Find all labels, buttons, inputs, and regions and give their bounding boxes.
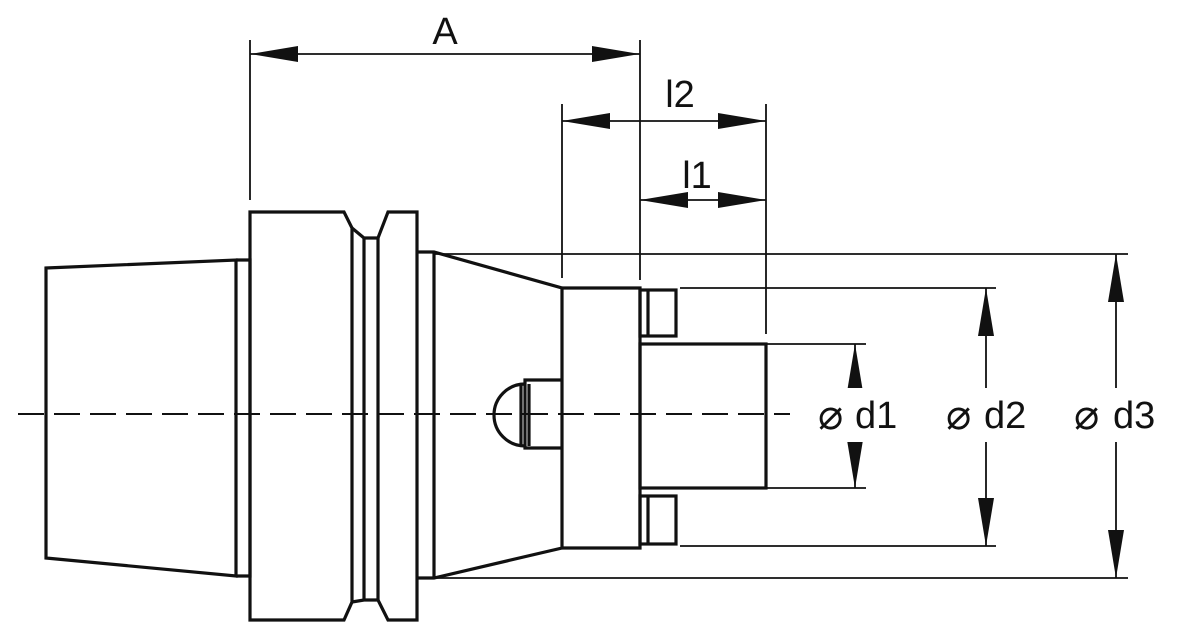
diameter-symbol-icon: ⌀ xyxy=(1074,390,1099,439)
dimension-d2: ⌀ d2 xyxy=(942,288,1034,546)
dimension-d3: ⌀ d3 xyxy=(1072,254,1166,578)
taper-shank xyxy=(44,258,252,578)
pilot-spigot xyxy=(638,342,768,490)
diameter-symbol-icon: ⌀ xyxy=(818,390,843,439)
dimension-l1-label: l1 xyxy=(682,155,712,197)
nose xyxy=(492,286,642,550)
dimension-d2-label: d2 xyxy=(984,395,1026,437)
flange xyxy=(248,210,419,622)
dimension-a: A xyxy=(250,11,640,62)
dimension-d3-label: d3 xyxy=(1113,395,1155,437)
dimension-d1-label: d1 xyxy=(855,395,897,437)
dimension-d1: ⌀ d1 xyxy=(812,344,902,488)
dimension-l2: l2 xyxy=(562,74,766,129)
drive-key-top xyxy=(638,288,678,338)
diameter-symbol-icon: ⌀ xyxy=(946,390,971,439)
drive-key-bottom xyxy=(638,494,678,546)
dimension-l2-label: l2 xyxy=(665,74,695,116)
dimension-l1: l1 xyxy=(640,155,766,208)
dimension-a-label: A xyxy=(432,11,458,53)
extension-lines xyxy=(249,40,1128,579)
